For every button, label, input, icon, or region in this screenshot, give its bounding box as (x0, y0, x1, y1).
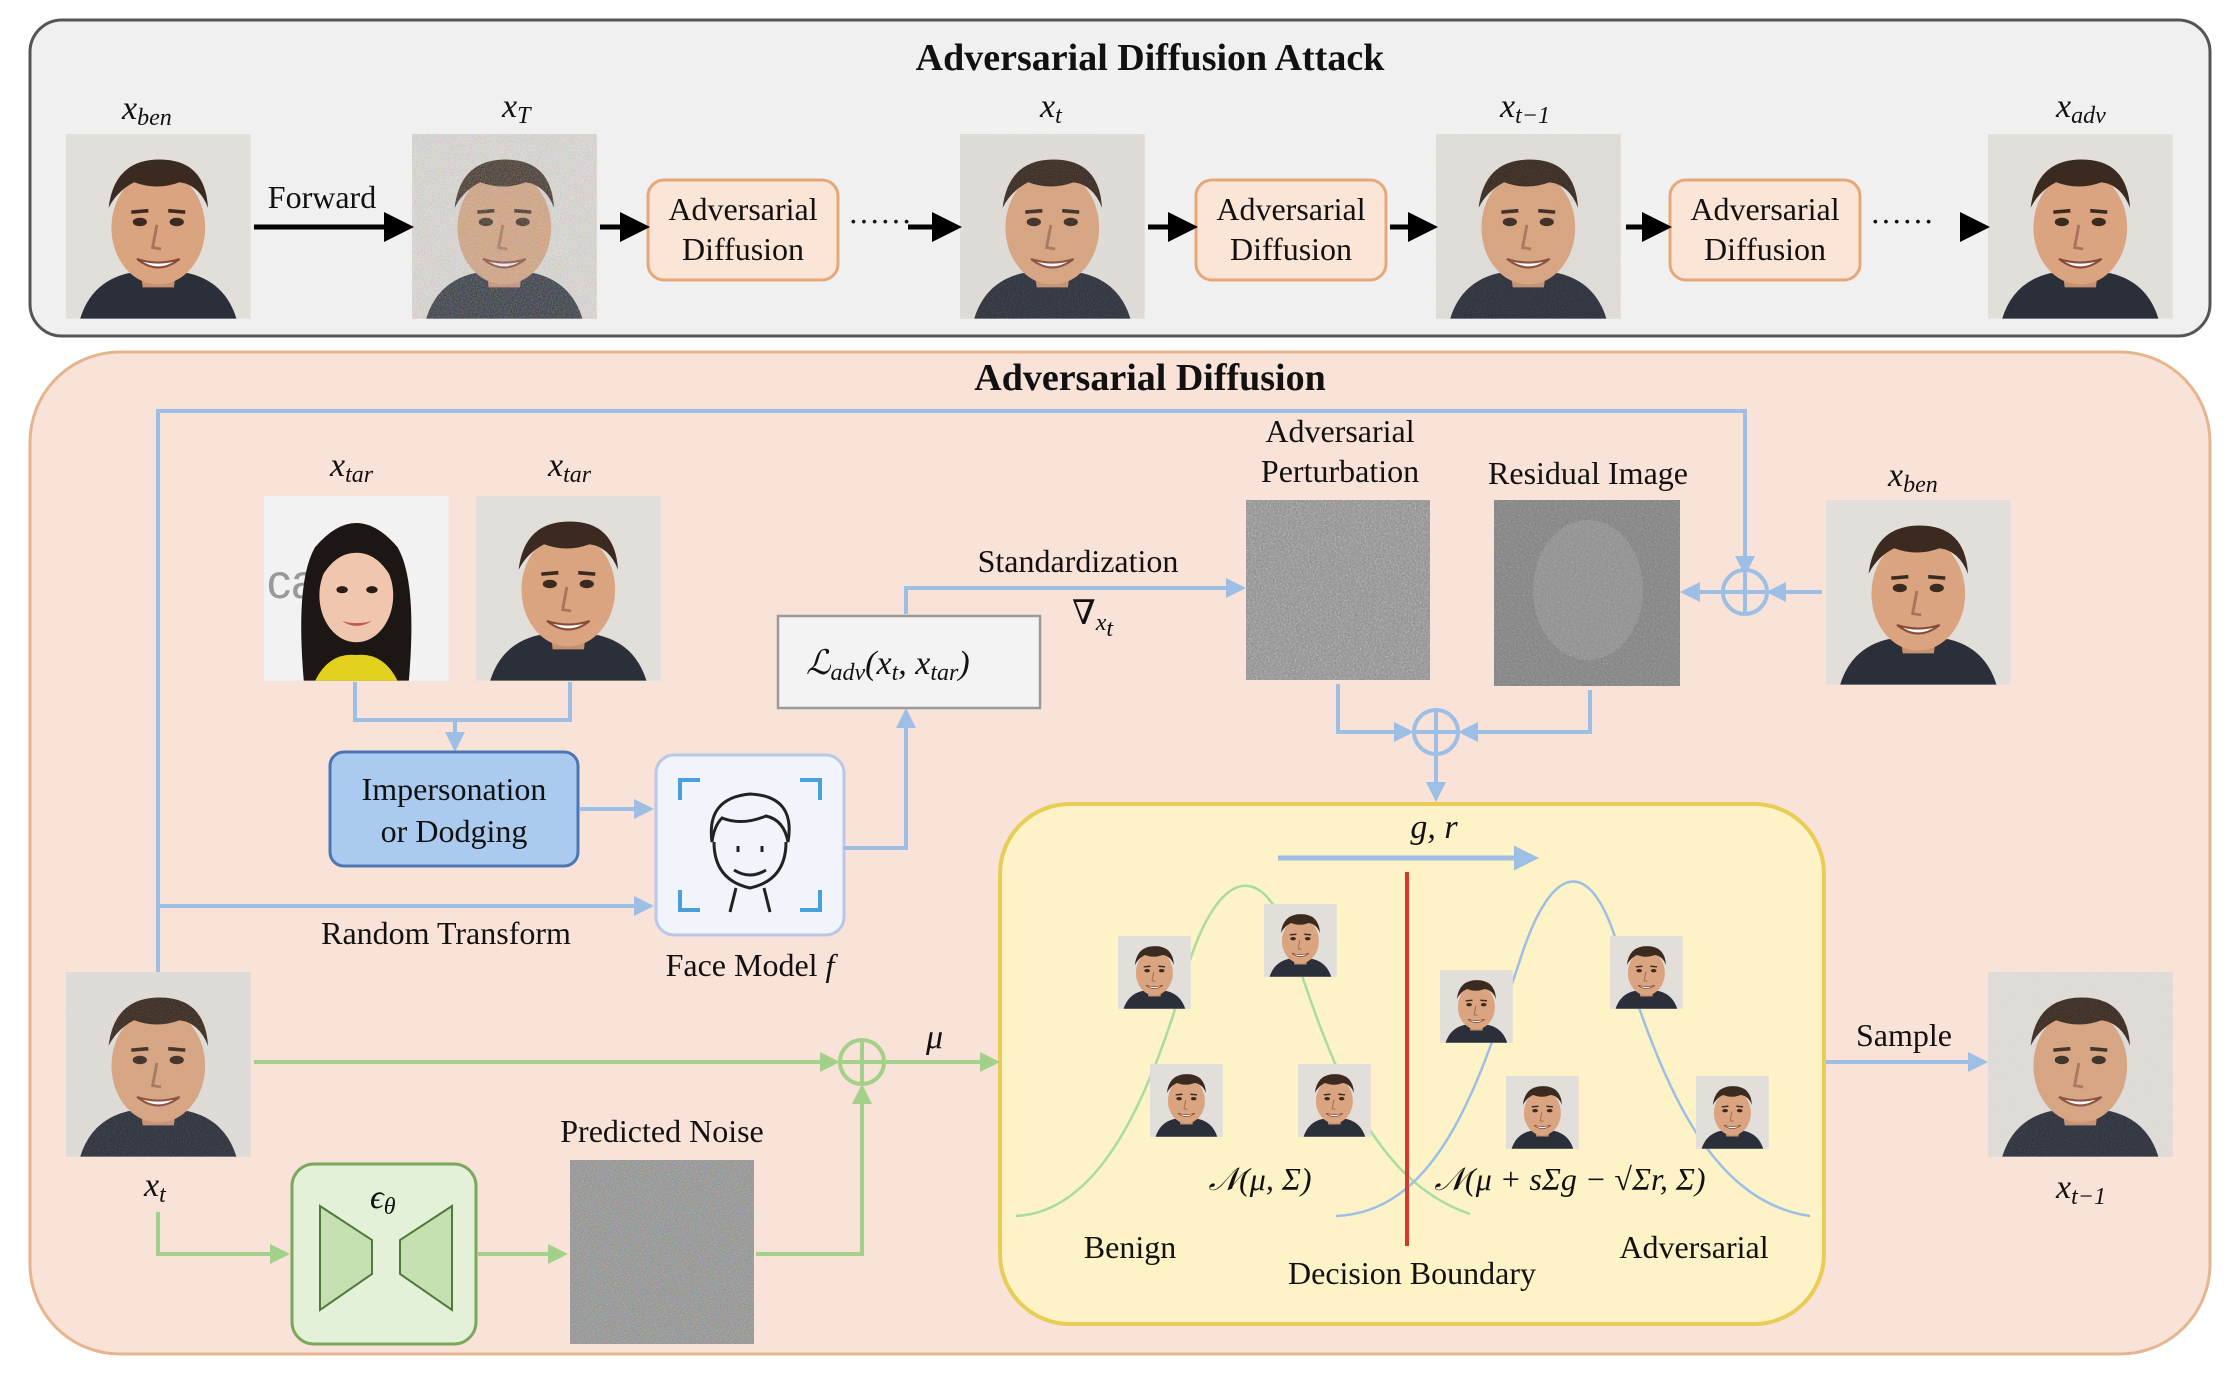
normal-benign-label: 𝒩(μ, Σ) (1208, 1161, 1311, 1197)
label-x-t: xt (1039, 88, 1063, 129)
adversarial-perturbation-label-1: Adversarial (1265, 413, 1414, 449)
face-photo-x-ben (64, 132, 253, 321)
epsilon-theta-label: ϵθ (370, 1179, 396, 1220)
adversarial-diffusion-block-1: Adversarial Diffusion (646, 178, 840, 282)
adversarial-perturbation-image (1246, 500, 1430, 680)
normal-adversarial-label: 𝒩(μ + sΣg − √Σr, Σ) (1434, 1161, 1705, 1197)
face-photo-x-t-input (64, 970, 253, 1159)
face-photo-x-T (410, 132, 599, 321)
face-photo-x-tar-1 (264, 496, 449, 681)
top-panel: Adversarial Diffusion Attack xben xT xt … (28, 18, 2212, 338)
bottom-panel: Adversarial Diffusion xtar xtar Imperson… (28, 350, 2212, 1356)
svg-text:xadv: xadv (2055, 88, 2106, 129)
label-x-adv: xadv (2055, 88, 2106, 129)
oplus-icon-mu (838, 1038, 886, 1086)
distribution-box: g, r 𝒩(μ, Σ) 𝒩(μ + sΣg − √Σr, Σ) Benign … (998, 802, 1826, 1326)
svg-text:Diffusion: Diffusion (682, 231, 804, 267)
top-panel-title: Adversarial Diffusion Attack (916, 37, 1386, 79)
random-transform-label: Random Transform (321, 915, 571, 951)
label-x-t-minus-1-output: xt−1 (2055, 1169, 2106, 1210)
label-x-T: xT (501, 88, 532, 129)
label-x-tar-2: xtar (547, 447, 592, 488)
adversarial-diffusion-block-2: Adversarial Diffusion (1194, 178, 1388, 282)
adversarial-distribution-curve (1335, 880, 1811, 1218)
oplus-icon-residual (1721, 568, 1769, 616)
face-photo-x-adv (1986, 132, 2175, 321)
face-scan-icon (678, 778, 822, 912)
label-x-t-minus-1: xt−1 (1499, 88, 1550, 129)
face-photo-x-ben-right (1824, 498, 2013, 687)
decision-boundary-label: Decision Boundary (1288, 1255, 1536, 1291)
benign-label: Benign (1084, 1229, 1176, 1265)
face-model-box (654, 753, 846, 937)
ellipsis-2: ······ (1870, 203, 1934, 239)
standardization-arrow (904, 578, 1246, 614)
svg-text:xben: xben (1887, 457, 1938, 498)
label-x-tar-1: xtar (329, 447, 374, 488)
ellipsis-1: ······ (848, 203, 912, 239)
svg-text:Impersonation: Impersonation (362, 771, 547, 807)
svg-text:xtar: xtar (329, 447, 374, 488)
svg-text:xt: xt (1039, 88, 1063, 129)
gradient-label: ∇xt (1072, 595, 1114, 642)
face-photo-x-t-minus-1-output (1986, 970, 2175, 1159)
mu-label: μ (925, 1019, 943, 1056)
adversarial-label: Adversarial (1619, 1229, 1768, 1265)
adversarial-loss-box: ℒadv(xt, xtar) (776, 614, 1042, 710)
gr-label: g, r (1410, 809, 1458, 846)
impersonation-or-dodging-box: Impersonation or Dodging (328, 750, 580, 868)
forward-label: Forward (268, 179, 376, 215)
svg-text:xt: xt (143, 1167, 167, 1208)
svg-text:xben: xben (121, 90, 172, 131)
noise-image-predicted (570, 1160, 754, 1344)
svg-text:xtar: xtar (547, 447, 592, 488)
label-x-ben: xben (121, 90, 172, 131)
svg-text:Adversarial: Adversarial (668, 191, 817, 227)
svg-text:Adversarial: Adversarial (1690, 191, 1839, 227)
standardization-label: Standardization (978, 543, 1179, 579)
svg-text:Diffusion: Diffusion (1230, 231, 1352, 267)
svg-text:ℒadv(xt, xtar): ℒadv(xt, xtar) (806, 645, 970, 686)
adversarial-diffusion-block-3: Adversarial Diffusion (1668, 178, 1862, 282)
svg-text:xt−1: xt−1 (2055, 1169, 2106, 1210)
oplus-icon-combine (1412, 708, 1460, 756)
svg-text:Adversarial: Adversarial (1216, 191, 1365, 227)
xt-feedback-line (156, 409, 1755, 975)
face-photo-x-tar-2 (474, 494, 663, 683)
face-photo-x-t-minus-1 (1434, 132, 1623, 321)
bottom-panel-title: Adversarial Diffusion (974, 357, 1326, 399)
face-photo-x-t (958, 132, 1147, 321)
sample-label: Sample (1856, 1017, 1952, 1053)
adversarial-perturbation-label-2: Perturbation (1261, 453, 1419, 489)
residual-image (1494, 500, 1680, 686)
residual-image-label: Residual Image (1488, 455, 1688, 491)
svg-text:or Dodging: or Dodging (381, 813, 528, 849)
svg-text:xt−1: xt−1 (1499, 88, 1550, 129)
label-x-ben-right: xben (1887, 457, 1938, 498)
unet-icon: ϵθ (290, 1162, 478, 1346)
svg-text:xT: xT (501, 88, 532, 129)
svg-text:Diffusion: Diffusion (1704, 231, 1826, 267)
face-model-label: Face Model f (666, 947, 839, 983)
xtar-merge-line (353, 682, 572, 722)
label-x-t-input: xt (143, 1167, 167, 1208)
predicted-noise-label: Predicted Noise (560, 1113, 764, 1149)
